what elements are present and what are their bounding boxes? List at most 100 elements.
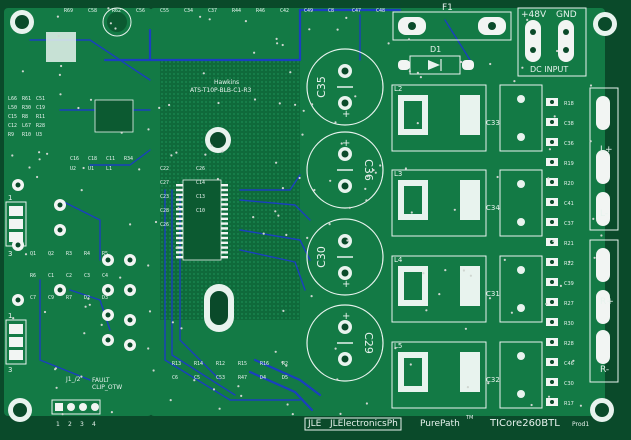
ref-top: R69 [64, 8, 73, 14]
via [488, 297, 492, 300]
via [365, 402, 368, 405]
smd-part-r27: R27 [546, 298, 574, 307]
ref-left: C51 [36, 96, 45, 102]
smd-part-label: C36 [564, 141, 574, 147]
through-hole-pad [124, 284, 136, 296]
via [281, 361, 284, 364]
ref-bottom-mid: C5 [194, 375, 200, 381]
through-hole-pad [124, 254, 136, 266]
ref-mid-left: R34 [124, 156, 133, 162]
via [281, 187, 284, 190]
product-rev: Prod1 [572, 421, 589, 428]
via [589, 84, 593, 87]
via [416, 122, 419, 125]
via [202, 72, 205, 75]
smd-part-c30: C30 [546, 378, 574, 387]
bulk-cap-polarity-mark: + [342, 138, 350, 149]
via [110, 411, 113, 414]
via [168, 103, 171, 107]
smd-part-label: C39 [564, 281, 574, 287]
ref-bottom-mid: D5 [282, 375, 288, 381]
via [147, 128, 150, 131]
purepath-tm: TM [465, 415, 473, 421]
left-connector-bottom: 1 3 [5, 312, 27, 374]
via [579, 404, 583, 407]
via [21, 70, 24, 73]
through-hole-pad [54, 284, 66, 296]
ref-left-parts: R6 [30, 273, 36, 279]
via [158, 106, 161, 109]
via [313, 188, 316, 192]
via [291, 413, 294, 416]
via [310, 295, 313, 298]
via [301, 133, 304, 136]
via [218, 407, 221, 410]
film-cap-label: C34 [486, 204, 500, 212]
ref-top: C47 [352, 8, 361, 14]
smd-part-label: C46 [564, 361, 574, 367]
via [274, 210, 277, 213]
film-cap-label: C33 [486, 119, 500, 127]
bulk-cap-label: C29 [362, 332, 375, 354]
via [152, 369, 155, 372]
via [252, 216, 255, 219]
through-hole-pad [102, 284, 114, 296]
out-l-plus: L+ [600, 145, 613, 155]
via [547, 395, 551, 398]
mounting-hole-top-right [593, 12, 617, 36]
ref-mid: C28 [160, 208, 169, 214]
ref-left: C19 [36, 105, 45, 111]
ref-left-parts: D3 [102, 295, 108, 301]
ref-left-parts: C4 [102, 273, 108, 279]
conn-bot-pin1: 1 [8, 312, 12, 320]
through-hole-pad [124, 314, 136, 326]
smd-part-r18: R18 [546, 98, 574, 107]
ref-top: C42 [280, 8, 289, 14]
via [306, 236, 309, 239]
via [545, 302, 548, 306]
via [513, 80, 516, 83]
bulk-cap-polarity-mark: + [342, 109, 350, 120]
via [100, 323, 103, 326]
inductor-label: L5 [394, 342, 402, 350]
via [24, 253, 28, 256]
via [547, 177, 550, 180]
via [410, 211, 413, 214]
via [600, 234, 603, 237]
mounting-hole-bottom-left [8, 398, 32, 422]
ic-maker: Hawkins [214, 79, 239, 86]
smd-part-r22: R22 [546, 258, 574, 267]
via [346, 239, 349, 242]
via [416, 71, 419, 74]
via [57, 34, 60, 38]
inductor-l5: L5 [391, 341, 487, 409]
smd-part-label: R27 [564, 301, 574, 307]
via [404, 167, 407, 170]
via [170, 154, 173, 157]
via [556, 49, 559, 53]
via [282, 309, 285, 312]
via [298, 176, 301, 180]
via [208, 18, 211, 21]
ref-bottom-mid: R16 [260, 361, 269, 367]
ref-bottom-mid: C53 [216, 375, 225, 381]
via [46, 152, 49, 155]
ref-mid-left: U1 [88, 166, 94, 172]
via [364, 187, 367, 190]
diode-d1: D1 [398, 45, 474, 75]
ref-left: L66 [8, 96, 17, 102]
smd-part-label: C38 [564, 121, 574, 127]
conn-bot-pin3: 3 [8, 366, 12, 374]
smd-part-c39: C39 [546, 278, 574, 287]
via [328, 223, 331, 226]
via [354, 95, 357, 98]
clip-otw-label: CLIP_OTW [92, 384, 122, 391]
through-hole-pad [54, 199, 66, 211]
via [84, 305, 87, 308]
ref-bottom-mid: R13 [172, 361, 181, 367]
ref-top: R62 [112, 8, 121, 14]
film-cap-c34: C34 [486, 169, 543, 237]
ref-bottom-mid: R14 [194, 361, 203, 367]
via [336, 28, 339, 31]
via [419, 76, 422, 79]
